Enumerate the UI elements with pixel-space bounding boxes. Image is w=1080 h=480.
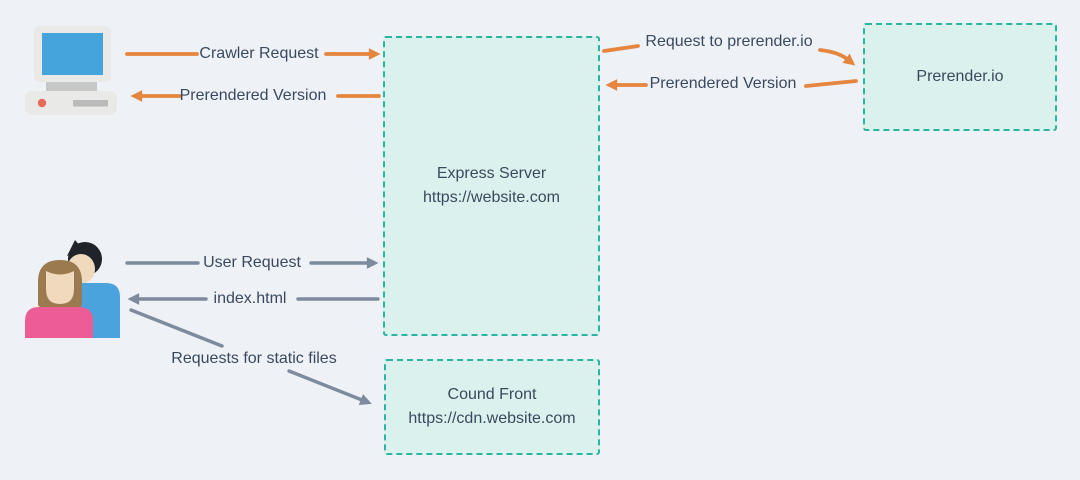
index-html-label: index.html	[213, 290, 287, 307]
prerender-title: Prerender.io	[916, 68, 1004, 85]
woman-face	[46, 271, 74, 304]
static-files-line	[129, 308, 224, 348]
request-to-prerender-arrow	[818, 48, 856, 66]
disk-slot	[73, 100, 108, 107]
cdn-url: https://cdn.website.com	[408, 410, 576, 427]
cdn-title: Cound Front	[447, 386, 537, 403]
cdn-box: Cound Front https://cdn.website.com	[384, 359, 600, 455]
monitor-screen	[42, 33, 103, 75]
user-request-label: User Request	[203, 254, 301, 271]
man-hair-flick	[67, 240, 82, 256]
monitor-neck	[46, 82, 97, 91]
users-icon	[25, 240, 120, 338]
request-to-prerender-line	[602, 44, 640, 53]
power-light	[37, 98, 47, 108]
express-server-title: Express Server	[436, 165, 547, 182]
woman-body	[25, 307, 93, 338]
prerender-box: Prerender.io	[863, 23, 1057, 131]
prerendered-version-left-label: Prerendered Version	[179, 87, 327, 104]
express-server-box: Express Server https://website.com	[383, 36, 600, 336]
prerendered-version-right-line	[804, 79, 858, 88]
crawler-request-label: Crawler Request	[199, 45, 319, 62]
desktop-computer-icon	[25, 26, 117, 115]
static-files-arrow	[287, 369, 372, 405]
request-to-prerender-label: Request to prerender.io	[645, 33, 813, 50]
express-server-url: https://website.com	[423, 189, 560, 206]
computer-base	[25, 91, 117, 115]
prerendered-version-right-label: Prerendered Version	[649, 75, 797, 92]
static-files-label: Requests for static files	[171, 350, 337, 367]
